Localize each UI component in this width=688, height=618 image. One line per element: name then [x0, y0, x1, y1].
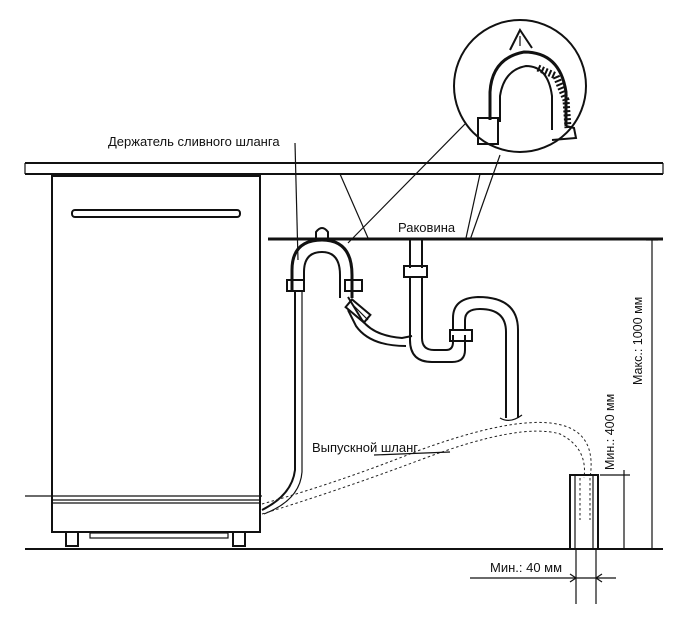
label-hose-holder: Держатель сливного шланга: [108, 134, 280, 149]
dishwasher-door-handle: [71, 209, 241, 218]
sink-bottom: [268, 173, 663, 241]
hose-holder-leader: [294, 142, 299, 261]
outlet-hose-dashed: [261, 421, 592, 520]
label-outlet-hose: Выпускной шланг: [312, 440, 418, 455]
sink-drain-pipe: [403, 240, 523, 421]
dishwasher-kickplate: [89, 532, 229, 539]
dishwasher: [51, 175, 261, 547]
hose-holder-zoom-callout: [347, 19, 587, 244]
drain-hose-connector: [344, 296, 413, 347]
dimension-min-400: [600, 470, 630, 549]
label-min-400: Мин.: 400 мм: [603, 394, 617, 470]
dishwasher-foot-right: [232, 531, 246, 547]
dimension-max-1000: [646, 239, 658, 550]
label-min-40: Мин.: 40 мм: [490, 560, 562, 575]
dimension-min-40: [470, 549, 616, 604]
drain-hose: [261, 227, 363, 515]
standpipe: [569, 474, 599, 550]
label-max-1000: Макс.: 1000 мм: [631, 297, 645, 385]
label-sink: Раковина: [398, 220, 456, 235]
dishwasher-foot-left: [65, 531, 79, 547]
countertop: [24, 162, 664, 175]
